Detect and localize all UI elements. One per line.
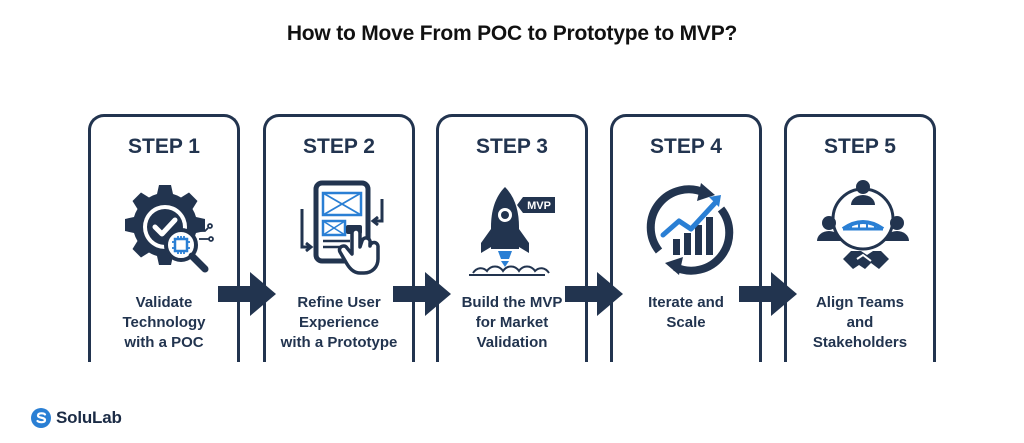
- arrow-right-icon: [216, 268, 278, 320]
- step-line: Stakeholders: [812, 334, 908, 351]
- step-line: with a Prototype: [280, 334, 398, 351]
- arrow-right-icon: [563, 268, 625, 320]
- step-label: STEP 2: [303, 135, 375, 158]
- step-line: for Market: [475, 314, 549, 331]
- step-line: Technology: [122, 314, 206, 331]
- cycle-growth-chart-icon: [639, 179, 739, 279]
- step-card-3: STEP 3 MVP Build the MVP for Market Vali…: [436, 114, 588, 362]
- brand-logo: SoluLab: [30, 406, 122, 430]
- arrow-right-icon: [391, 268, 453, 320]
- mvp-badge: MVP: [527, 200, 551, 212]
- step-line: and: [846, 314, 874, 331]
- step-label: STEP 5: [824, 135, 896, 158]
- step-line: Validation: [476, 334, 548, 351]
- tablet-wireframe-hand-icon: [292, 179, 392, 279]
- logo-text: SoluLab: [56, 408, 122, 427]
- step-line: Iterate and: [648, 294, 724, 311]
- step-line: Scale: [666, 314, 706, 331]
- step-card-2: STEP 2 Refine User Experience with a Pro…: [263, 114, 415, 362]
- step-card-1: STEP 1 Validate Technology: [88, 114, 240, 362]
- step-label: STEP 4: [650, 135, 722, 158]
- step-line: Experience: [298, 314, 380, 331]
- step-label: STEP 3: [476, 135, 548, 158]
- solulab-logo-icon: [31, 408, 51, 428]
- step-card-5: STEP 5 Align Teams and Stakeholders: [784, 114, 936, 362]
- step-description: Validate Technology with a POC: [91, 293, 237, 353]
- step-line: Validate: [135, 294, 193, 311]
- step-card-4: STEP 4 Iterate and Scale: [610, 114, 762, 362]
- step-description: Iterate and Scale: [613, 293, 759, 333]
- rocket-mvp-icon: MVP: [465, 179, 565, 279]
- team-handshake-icon: [813, 179, 913, 279]
- step-line: Align Teams: [815, 294, 905, 311]
- step-description: Refine User Experience with a Prototype: [266, 293, 412, 353]
- step-line: with a POC: [124, 334, 204, 351]
- step-description: Build the MVP for Market Validation: [439, 293, 585, 353]
- gear-chip-magnifier-icon: [117, 179, 217, 279]
- step-description: Align Teams and Stakeholders: [787, 293, 933, 353]
- step-line: Refine User: [297, 294, 381, 311]
- step-label: STEP 1: [128, 135, 200, 158]
- step-line: Build the MVP: [461, 294, 563, 311]
- arrow-right-icon: [737, 268, 799, 320]
- page-title: How to Move From POC to Prototype to MVP…: [286, 22, 738, 45]
